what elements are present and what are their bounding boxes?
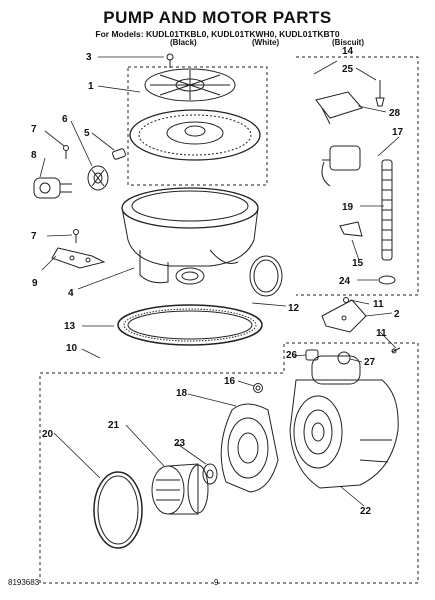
screw-part-7a xyxy=(63,145,69,159)
variant-biscuit: (Biscuit) xyxy=(332,38,364,47)
screw-part-11a xyxy=(343,297,349,303)
callout-3: 3 xyxy=(86,52,92,63)
capacitor-part-26 xyxy=(305,349,319,361)
models-line: For Models: KUDL01TKBL0, KUDL01TKWH0, KU… xyxy=(95,29,340,39)
page-title: PUMP AND MOTOR PARTS xyxy=(103,8,332,27)
leader-lines xyxy=(39,56,400,507)
callout-27: 27 xyxy=(364,357,376,368)
callout-5: 5 xyxy=(84,128,90,139)
gear-ring-part-1 xyxy=(129,109,261,161)
callout-8: 8 xyxy=(31,150,37,161)
page-number: 9 xyxy=(214,578,219,587)
callout-17: 17 xyxy=(392,127,404,138)
callout-6: 6 xyxy=(62,114,68,125)
screw-part-11b xyxy=(391,347,401,354)
callout-20: 22 xyxy=(360,506,372,517)
callout-9: 9 xyxy=(32,278,38,289)
gasket-part-12 xyxy=(249,255,283,297)
oring-part-27 xyxy=(337,351,351,365)
callout-23: 23 xyxy=(174,438,186,449)
screw-part-3 xyxy=(166,53,174,68)
callout-11a: 11 xyxy=(373,299,384,310)
bracket-part-9 xyxy=(51,247,106,269)
callout-16: 16 xyxy=(224,376,236,387)
cover-part-28 xyxy=(315,91,363,125)
clamp-part-24 xyxy=(378,275,396,285)
box-1 xyxy=(127,66,268,186)
impeller-assembly-part-22 xyxy=(151,463,209,515)
screw-part-7b xyxy=(73,229,79,243)
sensor-part-8 xyxy=(33,177,72,199)
callout-22: 21 xyxy=(108,420,120,431)
variant-black: (Black) xyxy=(170,38,197,47)
oring-part-21 xyxy=(93,471,143,549)
impeller-part-6 xyxy=(87,165,109,191)
nut-part-16 xyxy=(253,383,263,393)
motor-cap-part-17 xyxy=(321,145,361,187)
clip-part-25 xyxy=(375,80,385,107)
volute-part-18 xyxy=(220,403,279,493)
callout-7a: 7 xyxy=(31,124,37,135)
fitting-part-5 xyxy=(112,148,126,160)
callout-1: 1 xyxy=(88,81,94,92)
callout-10: 10 xyxy=(66,343,78,354)
callout-25: 25 xyxy=(342,64,354,75)
callout-11b: 11 xyxy=(376,328,387,339)
ring-seal-part-13 xyxy=(117,304,263,346)
callout-28: 28 xyxy=(389,108,401,119)
callout-19: 19 xyxy=(342,202,354,213)
variant-white: (White) xyxy=(252,38,280,47)
doc-number: 8193683 xyxy=(8,578,40,587)
filter-disc-part-1 xyxy=(144,68,236,102)
callout-2: 2 xyxy=(394,309,400,320)
callout-14: 14 xyxy=(342,46,354,57)
callout-24: 24 xyxy=(339,276,351,287)
callout-4: 4 xyxy=(68,288,74,299)
bracket-part-2 xyxy=(321,299,367,333)
box-14 xyxy=(296,56,419,296)
box-10 xyxy=(39,342,419,584)
clip-part-15 xyxy=(339,221,363,237)
callout-21: 20 xyxy=(42,429,54,440)
callout-15: 15 xyxy=(352,258,364,269)
callout-7b: 7 xyxy=(31,231,37,242)
callout-26: 26 xyxy=(286,350,298,361)
callout-18: 18 xyxy=(176,388,188,399)
hose-part-19 xyxy=(381,159,393,261)
motor-part-20 xyxy=(289,355,399,489)
seal-part-23 xyxy=(202,463,218,485)
pump-housing-part-4 xyxy=(121,187,259,285)
callout-13: 13 xyxy=(64,321,76,332)
callout-12: 12 xyxy=(288,303,300,314)
